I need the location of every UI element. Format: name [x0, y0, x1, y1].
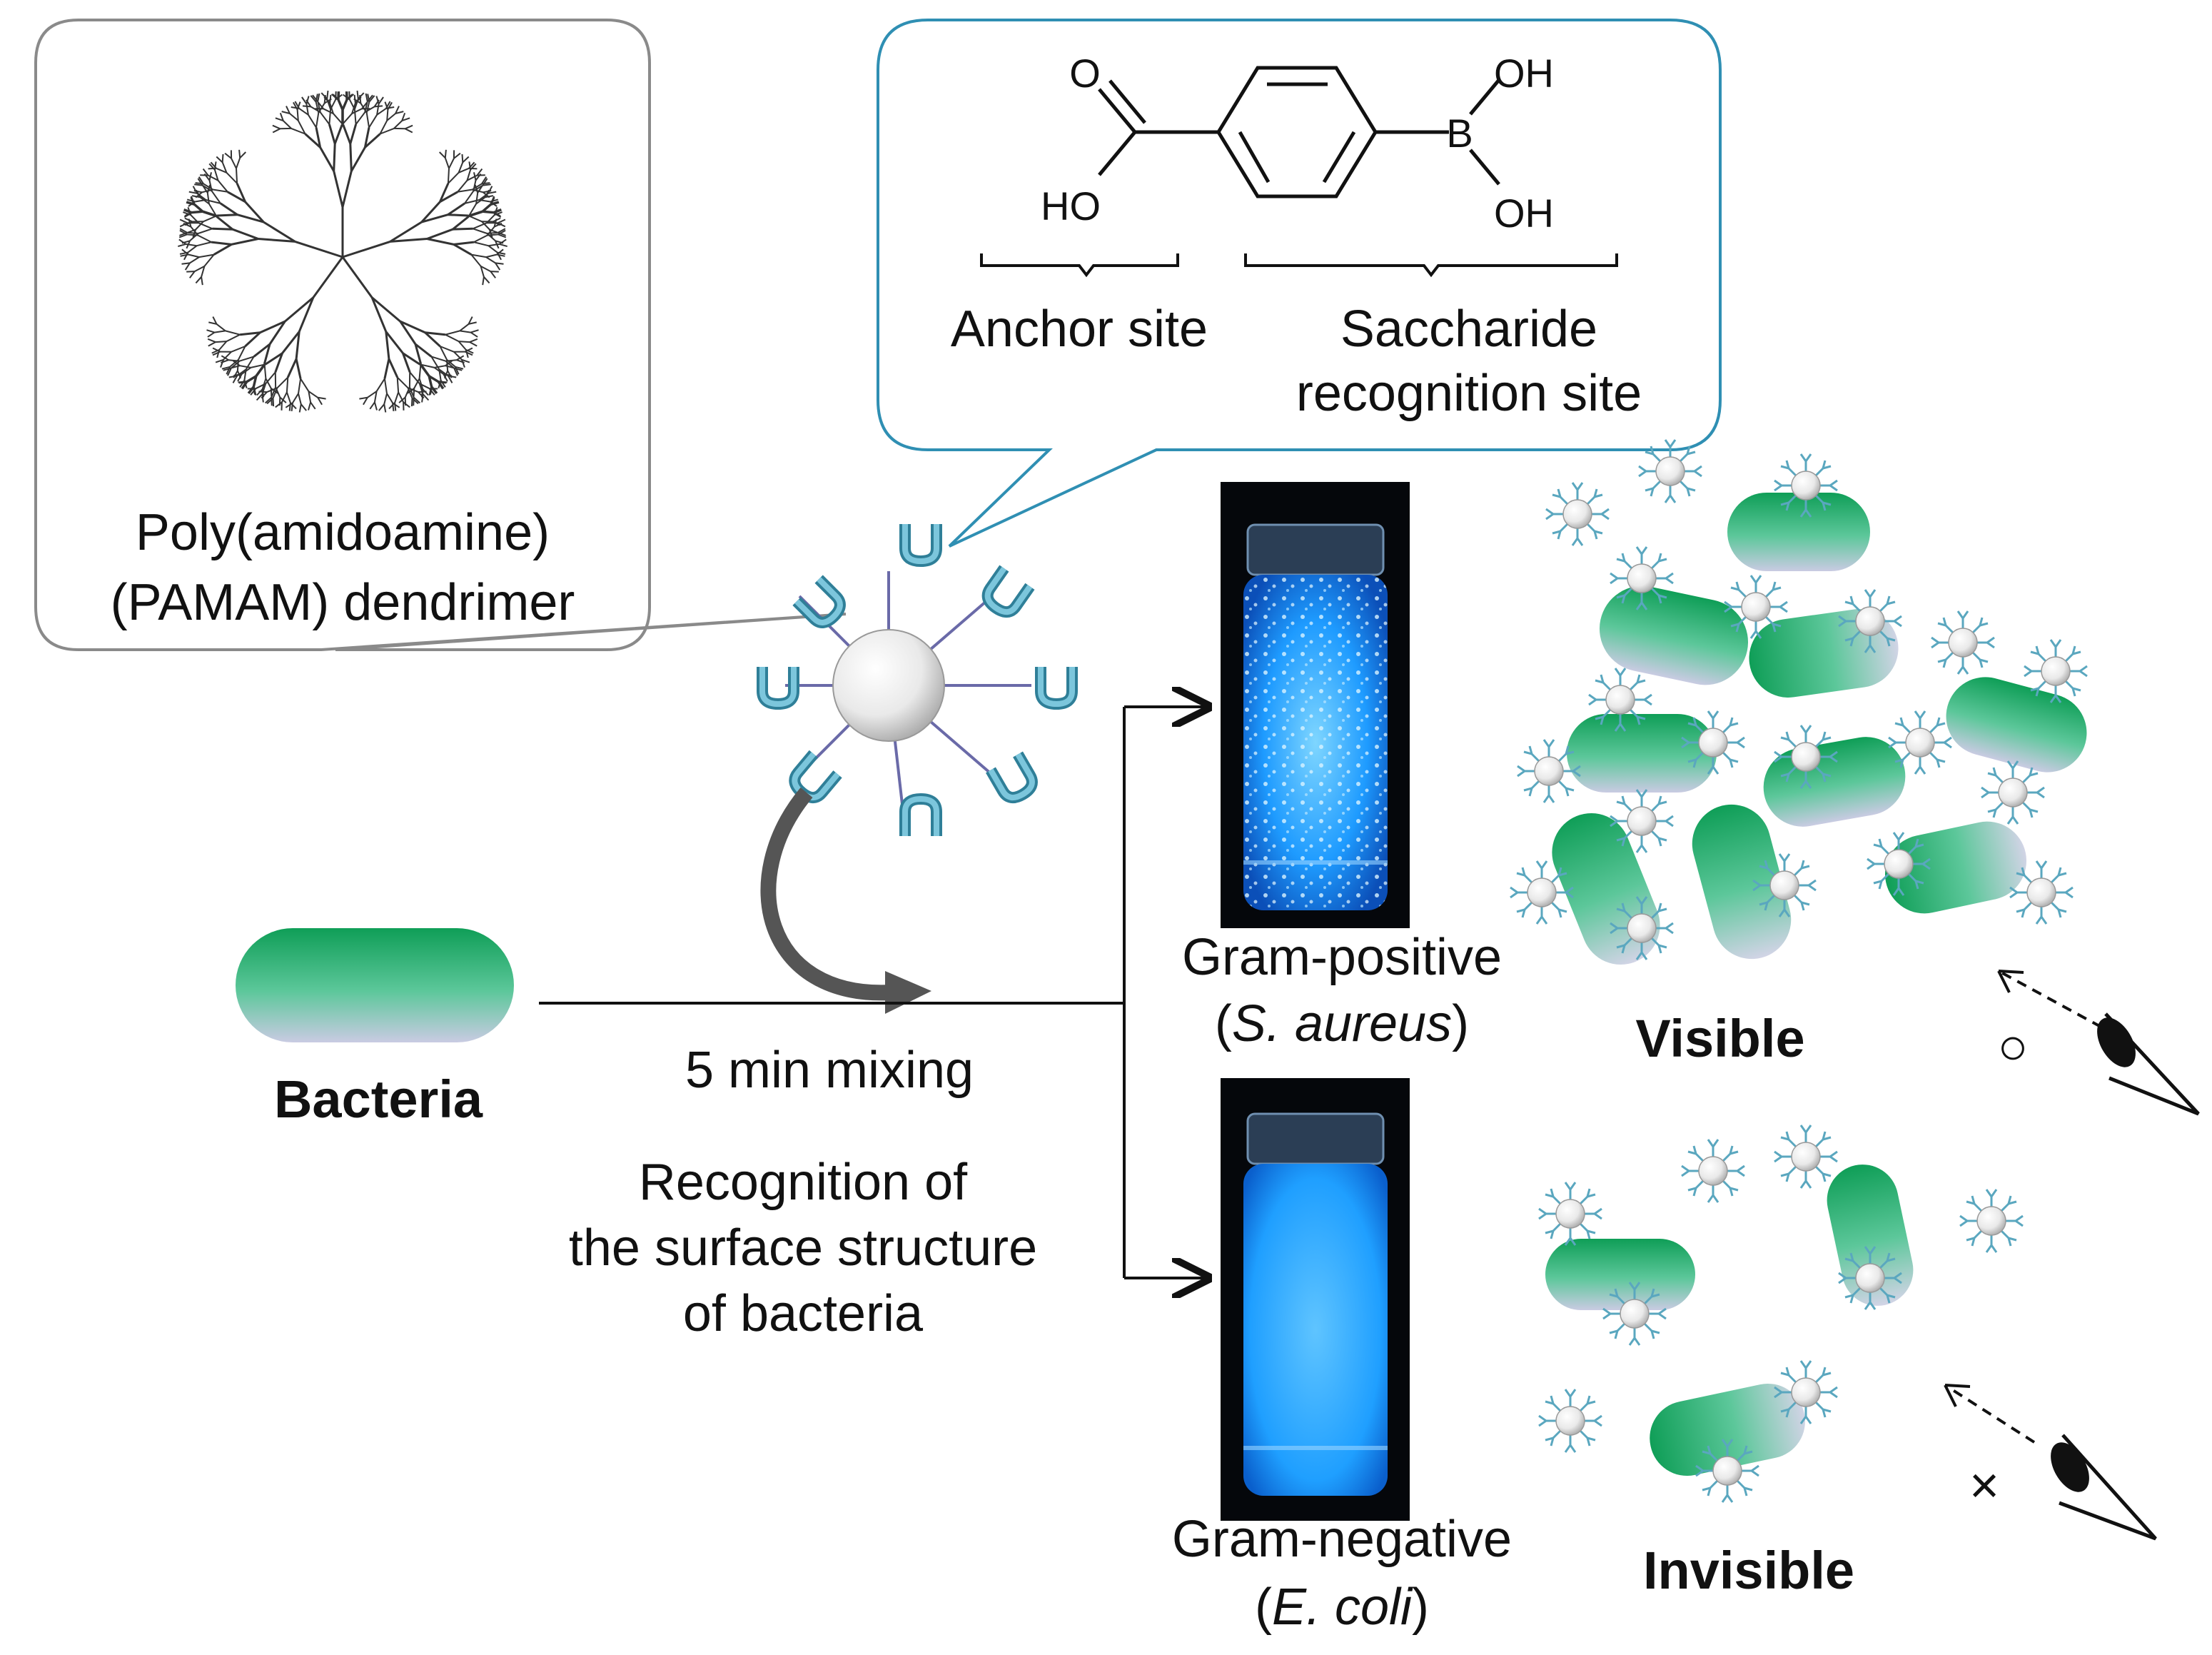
bacteria-label: Bacteria	[274, 1070, 483, 1129]
gram-negative-label: Gram-negative	[1172, 1511, 1512, 1568]
recognition-line2: the surface structure	[569, 1219, 1037, 1277]
gram-positive-species: (S. aureus)	[1215, 995, 1469, 1052]
curved-arrow-head	[885, 971, 931, 1014]
visible-label: Visible	[1635, 1009, 1804, 1068]
site-braces	[980, 253, 1618, 278]
recognition-line1: Recognition of	[639, 1154, 968, 1211]
aggregate-cluster	[1509, 438, 2089, 965]
saccharide-label-line1: Saccharide	[1340, 301, 1597, 358]
anchor-site-label: Anchor site	[951, 301, 1208, 358]
bacterium-icon	[236, 928, 514, 1042]
saccharide-label-line2: recognition site	[1296, 365, 1642, 422]
benzoic-boronic-acid-structure	[1098, 66, 1500, 198]
atom-o: O	[1069, 51, 1101, 96]
molecule-callout-bubble	[877, 19, 1722, 548]
visible-mark: ○	[1997, 1018, 2029, 1075]
mixing-label: 5 min mixing	[685, 1042, 974, 1099]
atom-oh-bottom: OH	[1494, 191, 1554, 236]
functionalized-nanoparticle	[762, 524, 1072, 836]
gram-positive-vial-photo	[1221, 482, 1410, 928]
dispersed-cluster	[1537, 1124, 2024, 1504]
invisible-mark: ×	[1969, 1457, 1999, 1514]
atom-ho: HO	[1041, 183, 1101, 228]
curved-addition-arrow	[760, 787, 893, 1001]
flow-lines	[539, 707, 1206, 1278]
dendrimer-label-line1: Poly(amidoamine)	[136, 504, 550, 561]
recognition-line3: of bacteria	[683, 1285, 924, 1342]
dendrimer-structure-icon	[178, 90, 507, 413]
eye-icon-invisible	[1944, 1384, 2157, 1541]
dendrimer-label-line2: (PAMAM) dendrimer	[111, 574, 575, 631]
atom-oh-top: OH	[1494, 51, 1554, 96]
dendrimer-callout: Poly(amidoamine) (PAMAM) dendrimer	[34, 19, 847, 651]
invisible-label: Invisible	[1643, 1541, 1854, 1600]
gram-negative-vial-photo	[1221, 1078, 1410, 1521]
atom-b: B	[1446, 111, 1473, 156]
gram-negative-species: (E. coli)	[1255, 1579, 1429, 1636]
gram-positive-label: Gram-positive	[1182, 929, 1502, 986]
eye-icon-visible	[1997, 970, 2200, 1116]
molecule-callout: O HO B OH OH Anchor site Saccharide reco…	[877, 19, 1722, 548]
